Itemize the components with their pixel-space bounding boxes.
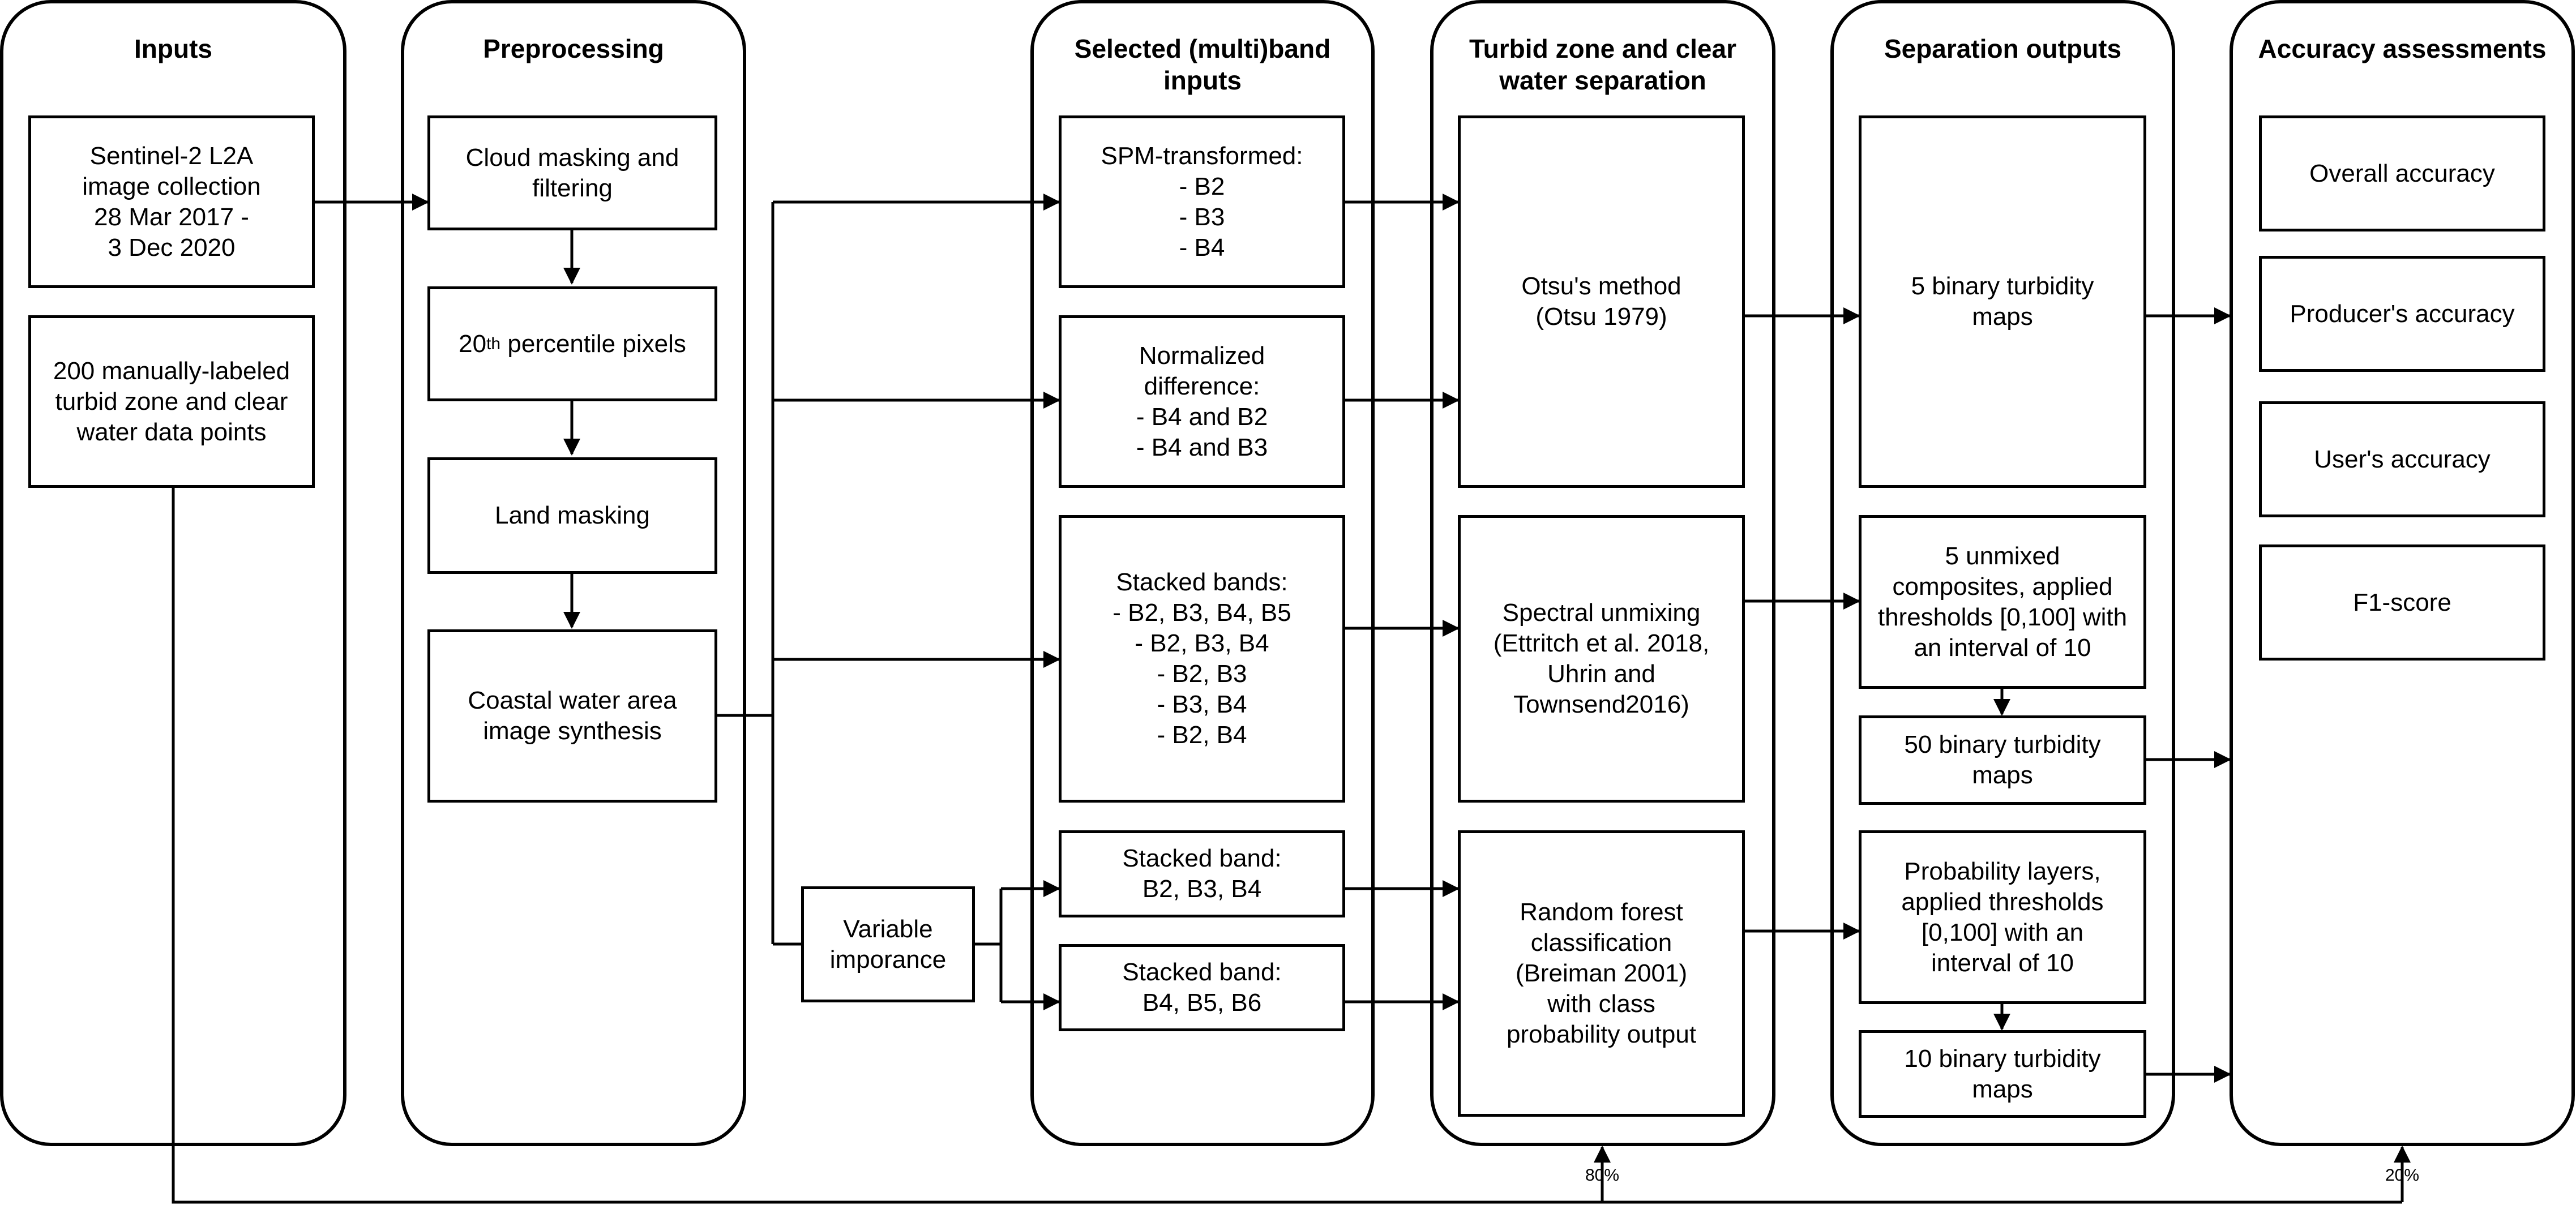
labeled-data-box: 200 manually-labeled turbid zone and cle… [28,315,315,488]
inputs-column-title: Inputs [134,34,212,63]
normalized-difference-box: Normalized difference: - B4 and B2 - B4 … [1059,315,1345,488]
users-accuracy-box: User's accuracy [2259,401,2545,517]
spectral-unmixing-box: Spectral unmixing (Ettritch et al. 2018,… [1458,515,1745,803]
coastal-synthesis-box: Coastal water area image synthesis [427,629,717,803]
otsu-method-box: Otsu's method (Otsu 1979) [1458,115,1745,488]
land-masking-box: Land masking [427,457,717,574]
selected-inputs-column-title: Selected (multi)band inputs [1074,34,1331,95]
random-forest-box: Random forest classification (Breiman 20… [1458,830,1745,1117]
preprocessing-column-title: Preprocessing [483,34,664,63]
percentile-label: percentile pixels [500,329,686,358]
unmixed-composites-box: 5 unmixed composites, applied thresholds… [1859,515,2146,689]
outputs-column-title: Separation outputs [1884,34,2122,63]
train-split-label: 80% [1585,1166,1620,1185]
percentile-number: 20 [459,329,487,358]
line-labeled-data-split [172,488,2402,1204]
probability-layers-box: Probability layers, applied thresholds [… [1859,830,2146,1004]
accuracy-column-title: Accuracy assessments [2258,34,2547,63]
producers-accuracy-box: Producer's accuracy [2259,256,2545,372]
cloud-masking-box: Cloud masking and filtering [427,115,717,230]
spm-transformed-box: SPM-transformed: - B2 - B3 - B4 [1059,115,1345,288]
stacked-band-a-box: Stacked band: B2, B3, B4 [1059,830,1345,917]
sentinel-collection-box: Sentinel-2 L2A image collection 28 Mar 2… [28,115,315,288]
test-split-label: 20% [2385,1166,2420,1185]
stacked-band-b-box: Stacked band: B4, B5, B6 [1059,944,1345,1031]
probability-maps-box: 10 binary turbidity maps [1859,1030,2146,1118]
overall-accuracy-box: Overall accuracy [2259,115,2545,231]
otsu-maps-box: 5 binary turbidity maps [1859,115,2146,488]
variable-importance-box: Variable imporance [801,886,975,1002]
stacked-bands-box: Stacked bands: - B2, B3, B4, B5 - B2, B3… [1059,515,1345,803]
f1-score-box: F1-score [2259,544,2545,661]
unmixed-maps-box: 50 binary turbidity maps [1859,715,2146,805]
separation-column-title: Turbid zone and clear water separation [1469,34,1736,95]
